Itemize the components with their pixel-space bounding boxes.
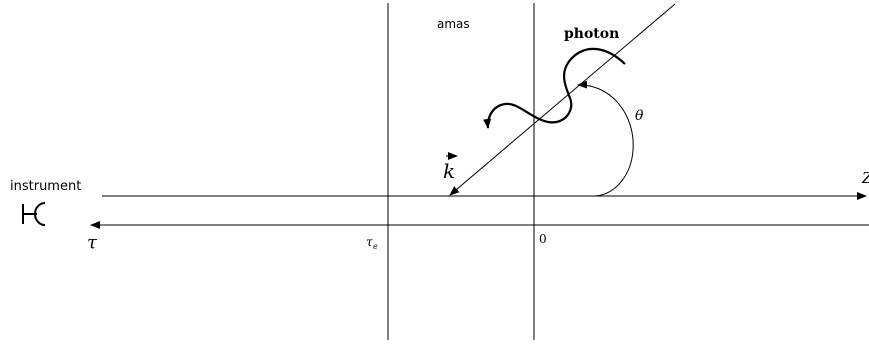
svg-text:τ: τ [366, 235, 373, 249]
zero-label: 0 [539, 232, 547, 246]
svg-text:k: k [443, 159, 455, 183]
z-axis-label: Z [861, 169, 869, 187]
svg-text:e: e [373, 242, 378, 251]
theta-angle-arc [578, 85, 633, 196]
theta-label: θ [635, 108, 644, 124]
photon-wave [488, 49, 625, 128]
photon-direction-line [450, 4, 675, 195]
detector-icon [23, 203, 45, 225]
photon-label: photon [564, 26, 619, 42]
tau-e-label: τ e [366, 235, 378, 251]
instrument-label: instrument [10, 179, 81, 194]
cluster-label: amas [437, 17, 470, 31]
tau-axis-label: τ [87, 232, 98, 253]
k-vector-label: k [443, 156, 457, 183]
